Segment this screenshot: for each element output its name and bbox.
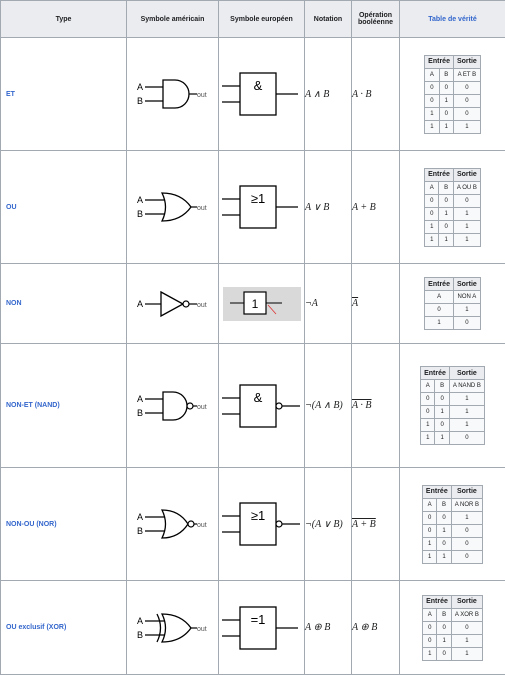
notation-and: A ∧ B <box>305 38 352 151</box>
header-row: Type Symbole américain Symbole européen … <box>1 1 505 38</box>
european-symbol-and: & <box>219 38 305 151</box>
svg-text:B: B <box>137 96 143 106</box>
gate-type-link[interactable]: ET <box>1 38 127 151</box>
header-european-symbol[interactable]: Symbole européen <box>219 1 305 38</box>
gate-type-link[interactable]: NON <box>1 264 127 344</box>
header-american-symbol[interactable]: Symbole américain <box>127 1 219 38</box>
boolean-op-xor: A ⊕ B <box>352 581 400 675</box>
svg-text:B: B <box>137 630 143 640</box>
boolean-op-nand: A · B <box>352 344 400 468</box>
notation-nor: ¬(A ∨ B) <box>305 468 352 581</box>
svg-text:A: A <box>137 616 143 626</box>
gate-row-not: NON A out 1 <box>1 264 505 344</box>
svg-text:out: out <box>197 92 207 99</box>
svg-text:out: out <box>197 205 207 212</box>
svg-text:&: & <box>253 390 262 405</box>
gate-type-link[interactable]: NON-ET (NAND) <box>1 344 127 468</box>
header-boolean-op[interactable]: Opération booléenne <box>352 1 400 38</box>
gate-type-link[interactable]: OU <box>1 151 127 264</box>
svg-text:1: 1 <box>251 297 258 311</box>
svg-text:=1: =1 <box>250 612 265 627</box>
boolean-op-nor: A + B <box>352 468 400 581</box>
gate-row-nand: NON-ET (NAND) A B out & <box>1 344 505 468</box>
boolean-op-not: A <box>352 264 400 344</box>
svg-text:out: out <box>197 626 207 633</box>
american-symbol-xor: A B out <box>127 581 219 675</box>
svg-text:B: B <box>137 408 143 418</box>
notation-nand: ¬(A ∧ B) <box>305 344 352 468</box>
svg-text:A: A <box>137 82 143 92</box>
svg-text:out: out <box>197 404 207 411</box>
american-symbol-or: A B out <box>127 151 219 264</box>
american-symbol-and: A B out <box>127 38 219 151</box>
european-symbol-nor: ≥1 <box>219 468 305 581</box>
european-symbol-xor: =1 <box>219 581 305 675</box>
notation-xor: A ⊕ B <box>305 581 352 675</box>
svg-text:A: A <box>137 512 143 522</box>
header-notation[interactable]: Notation <box>305 1 352 38</box>
gate-row-xor: OU exclusif (XOR) A B out <box>1 581 505 675</box>
notation-or: A ∨ B <box>305 151 352 264</box>
gate-type-link[interactable]: NON-OU (NOR) <box>1 468 127 581</box>
notation-not: ¬A <box>305 264 352 344</box>
svg-text:A: A <box>137 299 143 309</box>
american-symbol-nor: A B out <box>127 468 219 581</box>
european-symbol-or: ≥1 <box>219 151 305 264</box>
european-symbol-not: 1 <box>219 264 305 344</box>
boolean-op-and: A · B <box>352 38 400 151</box>
boolean-op-or: A + B <box>352 151 400 264</box>
american-symbol-nand: A B out <box>127 344 219 468</box>
svg-text:B: B <box>137 526 143 536</box>
svg-text:≥1: ≥1 <box>250 191 264 206</box>
header-type[interactable]: Type <box>1 1 127 38</box>
svg-text:≥1: ≥1 <box>250 508 264 523</box>
american-symbol-not: A out <box>127 264 219 344</box>
svg-text:A: A <box>137 394 143 404</box>
svg-text:out: out <box>197 522 207 529</box>
svg-text:out: out <box>197 302 207 309</box>
gate-type-link[interactable]: OU exclusif (XOR) <box>1 581 127 675</box>
european-symbol-nand: & <box>219 344 305 468</box>
gate-row-nor: NON-OU (NOR) A B out ≥1 <box>1 468 505 581</box>
header-truth-table[interactable]: Table de vérité <box>400 1 505 38</box>
svg-text:B: B <box>137 209 143 219</box>
gate-row-and: ET A B out & <box>1 38 505 151</box>
svg-text:A: A <box>137 195 143 205</box>
svg-text:&: & <box>253 78 262 93</box>
gate-row-or: OU A B out ≥1 <box>1 151 505 264</box>
